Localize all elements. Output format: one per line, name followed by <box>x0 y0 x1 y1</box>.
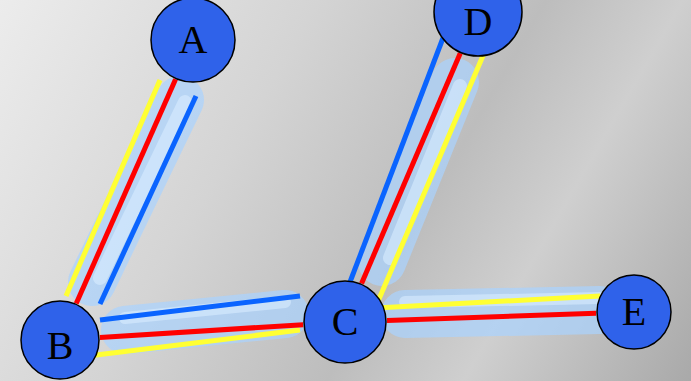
circle-node: E <box>596 274 672 350</box>
circle-outline <box>597 275 671 349</box>
red-fibre-connector <box>76 79 175 303</box>
circle-node: D <box>433 0 523 57</box>
circle-node: A <box>150 0 236 83</box>
node-label: C <box>303 280 387 364</box>
red-fibre-connector <box>100 325 303 338</box>
circle-node: B <box>20 300 100 380</box>
blue-fibre <box>350 38 443 282</box>
yellow-fibre <box>66 80 160 296</box>
red-fibre-connector <box>362 53 461 283</box>
node-label: B <box>20 306 100 381</box>
blue-fibre <box>100 96 196 304</box>
circle-outline <box>304 281 386 363</box>
node-label: D <box>433 0 523 67</box>
tube-highlight <box>390 86 460 258</box>
yellow-fibre <box>376 44 488 306</box>
blue-fibre <box>100 296 300 320</box>
yellow-fibre <box>376 296 600 308</box>
node-label: A <box>150 0 236 83</box>
circle-outline <box>151 0 235 82</box>
red-fibre-connector <box>387 313 596 320</box>
node-label: E <box>596 274 672 350</box>
circle-node: C <box>303 280 387 364</box>
